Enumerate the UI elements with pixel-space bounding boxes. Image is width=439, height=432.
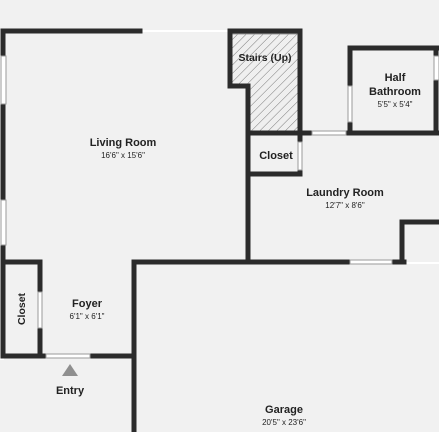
room-dims-half-bathroom: 5'5" x 5'4": [378, 100, 413, 109]
room-dims-laundry-room: 12'7" x 8'6": [325, 201, 365, 210]
room-name-foyer: Foyer: [72, 298, 103, 310]
walls: [0, 28, 439, 432]
window-left-upper: [0, 55, 7, 105]
opening-foyer-closet: [37, 291, 43, 329]
room-name-half-bathroom-line2: Bathroom: [369, 86, 421, 98]
room-dims-living-room: 16'6" x 15'6": [101, 151, 145, 160]
labels: Living Room 16'6" x 15'6" Stairs (Up) Ha…: [16, 52, 421, 427]
window-bath-right: [433, 55, 439, 81]
window-left-lower: [0, 199, 7, 246]
openings: [0, 55, 439, 359]
room-name-half-bathroom-line1: Half: [385, 72, 406, 84]
opening-entry-door: [45, 353, 91, 359]
floor-top-strip: [0, 0, 439, 30]
room-name-living-room: Living Room: [90, 137, 157, 149]
entry-arrow-icon: [62, 364, 78, 376]
room-name-stairs: Stairs (Up): [238, 52, 291, 64]
opening-bath-left: [347, 85, 353, 123]
room-name-closet-foyer: Closet: [16, 292, 28, 325]
opening-closet-laundry: [297, 141, 303, 171]
opening-garage-top: [349, 259, 393, 265]
room-name-closet-laundry: Closet: [259, 150, 293, 162]
room-dims-foyer: 6'1" x 6'1": [70, 312, 105, 321]
room-name-garage: Garage: [265, 404, 303, 416]
entry-label: Entry: [56, 385, 85, 397]
opening-laundry-top: [311, 130, 347, 136]
floor-garage: [136, 264, 439, 432]
room-dims-garage: 20'5" x 23'6": [262, 418, 306, 427]
room-name-laundry-room: Laundry Room: [306, 187, 384, 199]
